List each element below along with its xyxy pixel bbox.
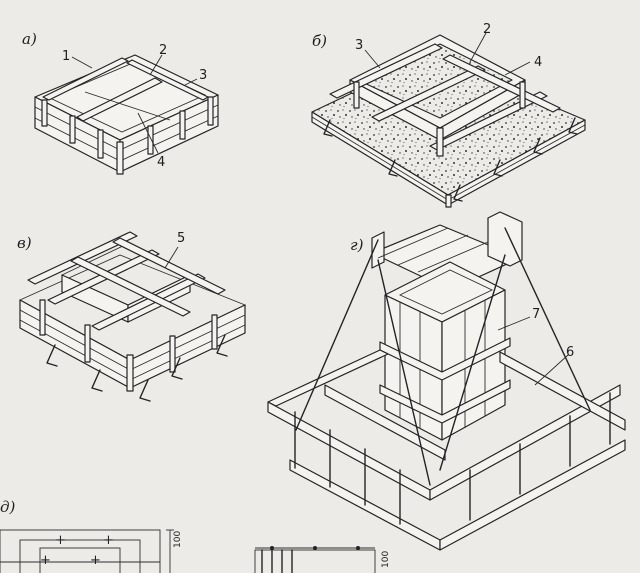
callout-g7: 7 — [532, 307, 540, 322]
svg-text:+: + — [40, 553, 51, 568]
beam-1 — [42, 57, 129, 101]
callout-g6: 6 — [566, 345, 574, 360]
svg-text:+: + — [55, 533, 66, 548]
column-right-face — [441, 289, 506, 441]
dimension-d2: 100 — [381, 551, 391, 568]
figure-a-label: а) — [22, 30, 37, 48]
callout-v5: 5 — [177, 231, 185, 246]
figure-v-label: в) — [17, 234, 32, 252]
callout-b2: 2 — [483, 22, 491, 37]
beam-2 — [76, 77, 163, 122]
beam-3 — [126, 59, 209, 101]
callout-a2: 2 — [159, 43, 167, 58]
svg-text:+: + — [90, 553, 101, 568]
callout-a3: 3 — [199, 68, 207, 83]
base-beam-back-left — [267, 349, 389, 407]
svg-text:+: + — [103, 533, 114, 548]
callout-a4: 4 — [157, 155, 165, 170]
callout-b3: 3 — [355, 38, 363, 53]
callout-a1: 1 — [62, 49, 70, 64]
figure-b: б) 3 2 4 — [311, 22, 586, 208]
dimension-d1: 100 — [173, 531, 183, 548]
figure-v: в) 5 — [17, 231, 247, 402]
callout-b4: 4 — [534, 55, 542, 70]
figure-d-label: д) — [0, 498, 16, 516]
figure-a: а) 1 2 3 4 — [22, 30, 219, 175]
figure-d: д) + + + + 100 100 — [0, 498, 391, 573]
figure-g: г) — [267, 211, 626, 551]
figure-g-label: г) — [350, 236, 364, 254]
figure-b-label: б) — [312, 32, 327, 50]
